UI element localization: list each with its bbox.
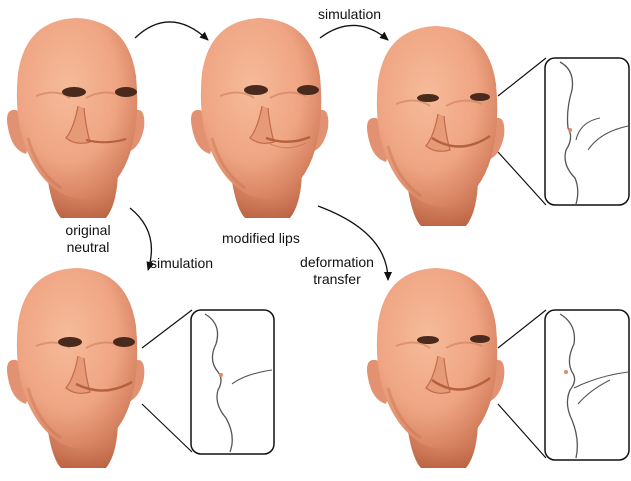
label-original-neutral: original neutral [58, 222, 118, 256]
right-eye [470, 93, 490, 101]
label-original: original [58, 222, 118, 239]
left-eye [417, 336, 439, 344]
label-simulation-left: simulation [150, 255, 213, 272]
label-deformation: deformation [295, 254, 379, 271]
inset-simulation-top [498, 58, 629, 205]
left-eye [58, 337, 82, 347]
face-simulation-bottom [7, 268, 144, 468]
right-eye [115, 87, 137, 97]
right-eye [470, 335, 490, 343]
label-transfer: transfer [295, 271, 379, 288]
arrow-original-to-modified [135, 22, 208, 40]
label-deformation-transfer: deformation transfer [295, 254, 379, 288]
face-original-neutral [7, 18, 144, 218]
face-simulation-top [367, 26, 504, 226]
face-deformation-transfer [367, 268, 504, 468]
inset-simulation-bottom [142, 310, 274, 454]
inset-deformation-transfer [498, 310, 629, 460]
arrow-original-to-simulation-bottom [130, 208, 151, 270]
left-eye [62, 87, 86, 97]
label-neutral: neutral [58, 239, 118, 256]
left-eye [244, 85, 268, 95]
left-eye [417, 94, 439, 102]
label-modified-lips: modified lips [222, 230, 300, 247]
arrow-modified-to-simulation-top [320, 25, 388, 40]
label-simulation-top: simulation [318, 6, 381, 23]
face-modified-lips [191, 18, 328, 218]
right-eye [297, 85, 319, 95]
right-eye [113, 337, 135, 347]
